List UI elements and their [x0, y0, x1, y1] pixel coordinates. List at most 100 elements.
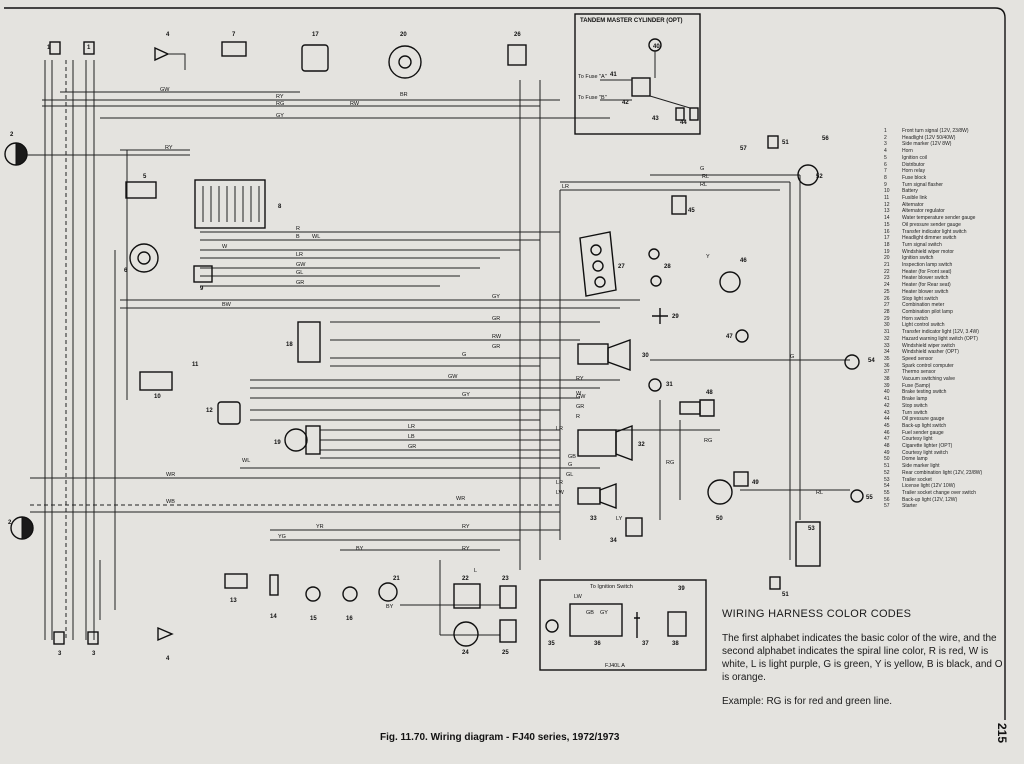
- legend-text: Heater blower switch: [902, 275, 949, 282]
- regulator: [224, 573, 248, 589]
- turn-signal-left-bottom: [53, 631, 65, 645]
- wire-code: Y: [706, 254, 710, 260]
- turn-signal-switch: [297, 321, 321, 363]
- legend-number: 43: [884, 409, 890, 416]
- back-up-light: [850, 489, 864, 503]
- wire-code: GR: [492, 344, 500, 350]
- legend-number: 50: [884, 456, 890, 463]
- component-number: 57: [740, 146, 747, 152]
- component-number: 44: [680, 120, 687, 126]
- legend-number: 29: [884, 315, 890, 322]
- page-border: [4, 7, 1006, 720]
- component-number: 43: [652, 116, 659, 122]
- legend-number: 41: [884, 396, 890, 403]
- wire-code: BY: [386, 604, 394, 610]
- legend-number: 40: [884, 389, 890, 396]
- component-number: 37: [642, 641, 649, 647]
- component-number: 40: [653, 44, 660, 50]
- legend-text: Side marker (12V 8W): [902, 141, 952, 148]
- legend-text: Distributor: [902, 161, 925, 168]
- wire-code: WR: [166, 472, 175, 478]
- component-number: 46: [740, 258, 747, 264]
- legend-text: Back-up light (12V, 12W): [902, 496, 958, 503]
- transfer-switch: [342, 586, 358, 602]
- rear-heater-switch: [499, 619, 517, 643]
- wire-code: GW: [296, 262, 306, 268]
- front-heater: [453, 583, 481, 609]
- legend-item: 23 Heater blower switch: [884, 275, 1004, 282]
- wire-code: LB: [408, 434, 415, 440]
- legend-text: Transfer indicator light switch: [902, 228, 967, 235]
- wire-code: RY: [276, 94, 284, 100]
- wire-code: RY: [165, 145, 173, 151]
- legend-number: 34: [884, 349, 890, 356]
- legend-number: 54: [884, 483, 890, 490]
- horn-relay: [221, 41, 247, 57]
- legend-number: 12: [884, 201, 890, 208]
- legend-text: Trailer socket change over switch: [902, 489, 977, 496]
- component-number: 19: [274, 440, 281, 446]
- component-number: 7: [232, 32, 236, 38]
- component-number: 55: [866, 495, 873, 501]
- legend-number: 23: [884, 275, 890, 282]
- wire-code-labels: GW RY RG RW GY RY LR G R B W LR GW GL GR…: [160, 87, 823, 616]
- courtesy-light-switch: [733, 471, 749, 487]
- component-number: 48: [706, 390, 713, 396]
- legend-text: Fuel sender gauge: [902, 429, 944, 436]
- component-number: 22: [462, 576, 469, 582]
- legend-text: Horn switch: [902, 315, 929, 322]
- wire-code: RL: [702, 174, 709, 180]
- legend-text: Water temperature sender gauge: [902, 215, 976, 222]
- legend-number: 33: [884, 342, 890, 349]
- component-number: 13: [230, 598, 237, 604]
- legend-text: Side marker light: [902, 463, 940, 470]
- legend-text: Rear combination light (12V, 23/8W): [902, 469, 983, 476]
- headlight-left-bottom: [10, 516, 34, 540]
- wire-code: RW: [350, 101, 360, 107]
- wiper-motor: [284, 425, 321, 455]
- legend-text: Windshield washer (OPT): [902, 349, 959, 356]
- wire-code: LY: [616, 516, 623, 522]
- combination-meter: [579, 231, 617, 297]
- rear-combination-top: [797, 164, 819, 186]
- wire-code: GR: [296, 280, 304, 286]
- legend-number: 18: [884, 241, 890, 248]
- wire-code: GW: [576, 394, 586, 400]
- page-number: 215: [995, 723, 1009, 744]
- wire-code: LR: [556, 426, 563, 432]
- legend-number: 37: [884, 369, 890, 376]
- legend-text: Fusible link: [902, 195, 928, 202]
- tandem-box-title: TANDEM MASTER CYLINDER (OPT): [580, 18, 683, 24]
- flasher: [193, 265, 213, 283]
- component-number: 4: [166, 32, 170, 38]
- light-control-switch: [577, 339, 631, 371]
- wire-code: LR: [562, 184, 569, 190]
- legend-number: 56: [884, 496, 890, 503]
- wire-code: R: [576, 414, 580, 420]
- tandem-label-a: To Fuse "A": [578, 74, 607, 80]
- legend-number: 38: [884, 376, 890, 383]
- legend-text: Spark control computer: [902, 362, 954, 369]
- legend-number: 52: [884, 469, 890, 476]
- component-number: 20: [400, 32, 407, 38]
- back-up-switch: [671, 195, 687, 215]
- legend-number: 26: [884, 295, 890, 302]
- component-number: 27: [618, 264, 625, 270]
- component-number: 11: [192, 362, 199, 368]
- legend-text: Oil pressure sender gauge: [902, 221, 961, 228]
- legend-item: 56 Back-up light (12V, 12W): [884, 497, 1004, 504]
- legend-text: Combination pilot lamp: [902, 308, 953, 315]
